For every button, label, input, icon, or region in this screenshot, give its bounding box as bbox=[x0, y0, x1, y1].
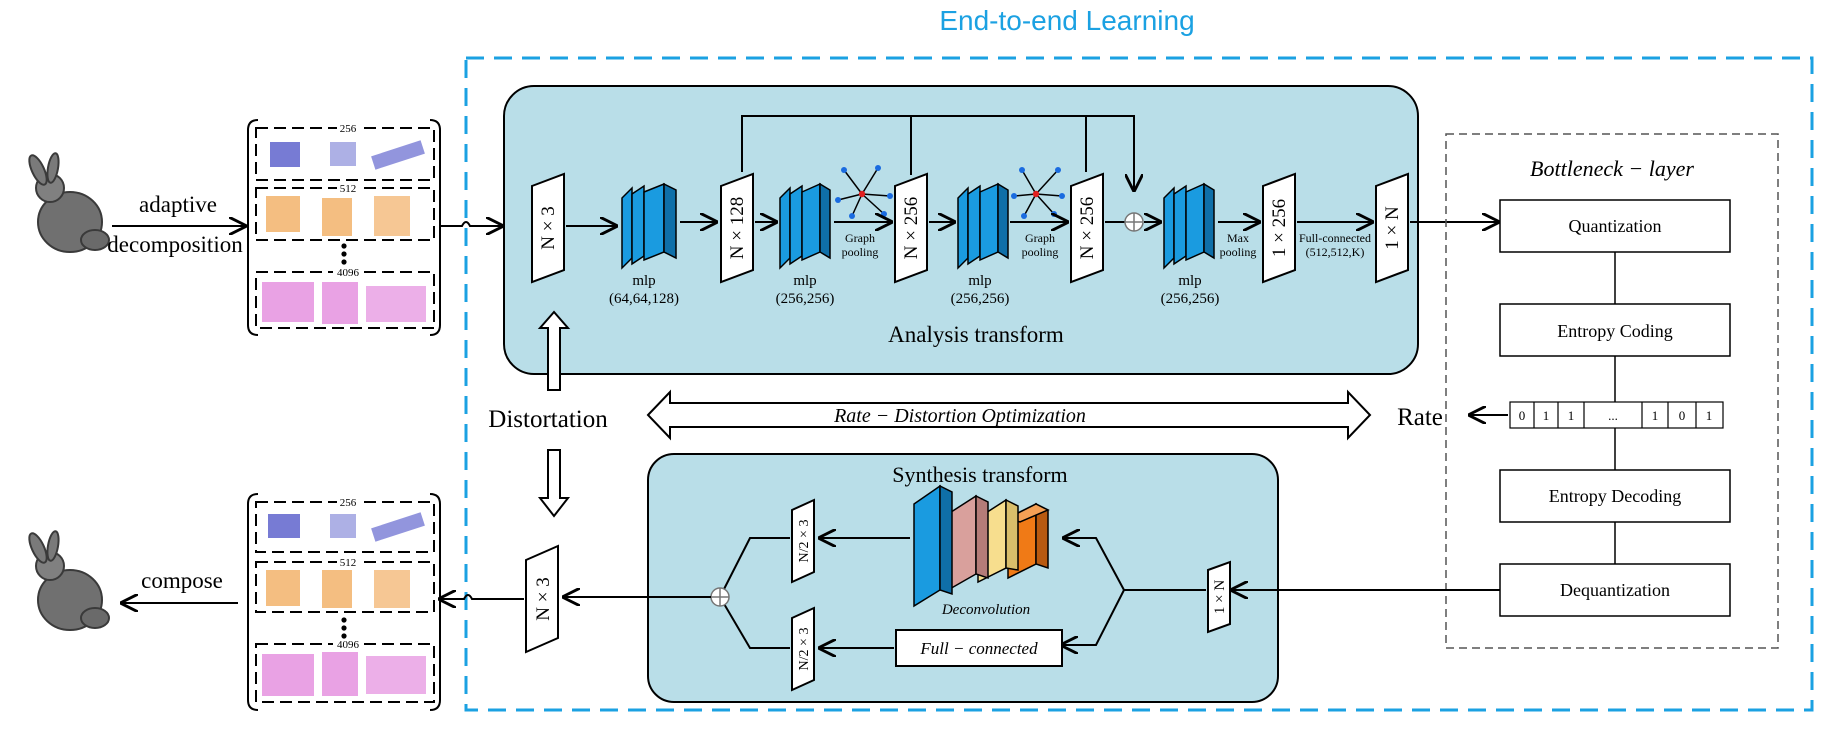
output-point-groups bbox=[247, 493, 441, 711]
bit-ellipsis: ... bbox=[1608, 408, 1618, 423]
syn-fork-top bbox=[1064, 538, 1125, 591]
half-tensor-bottom-label: N/2 × 3 bbox=[797, 628, 812, 671]
bottleneck-frame bbox=[1445, 133, 1779, 649]
to-analysis-arrow bbox=[440, 222, 502, 226]
out-group-label-256: 256 bbox=[340, 497, 357, 509]
skip-connection bbox=[741, 115, 1134, 190]
quantization-label: Quantization bbox=[1569, 216, 1662, 236]
max-pooling-line2: pooling bbox=[1220, 245, 1257, 259]
rate-label: Rate bbox=[1397, 404, 1443, 431]
graph-pooling-1-line1: Graph bbox=[845, 231, 875, 245]
analysis-flow-arrows bbox=[566, 222, 1372, 226]
graph-pooling-icon-1 bbox=[835, 165, 893, 219]
output-tensor-label: N × 3 bbox=[533, 577, 554, 620]
full-connected-params: (512,512,K) bbox=[1306, 245, 1365, 259]
compose-label: compose bbox=[141, 568, 223, 593]
full-connected-label: Full − connected bbox=[919, 639, 1038, 658]
distortion-label: Distortation bbox=[488, 406, 608, 433]
graph-pooling-2-line1: Graph bbox=[1025, 231, 1055, 245]
tensor-label-1xn: 1 × N bbox=[1382, 206, 1403, 250]
distortion-down-arrow bbox=[537, 449, 571, 518]
decomposition-label: decomposition bbox=[107, 232, 243, 257]
tensor-label-n256-a: N × 256 bbox=[901, 197, 922, 259]
half-tensor-top-label: N/2 × 3 bbox=[797, 520, 812, 563]
out-group-label-4096: 4096 bbox=[337, 639, 360, 651]
mlp-4-name: mlp bbox=[1178, 273, 1201, 289]
mlp-block-3 bbox=[957, 182, 1009, 270]
entropy-decoding-box bbox=[1499, 469, 1731, 523]
sum-node-synthesis bbox=[710, 587, 730, 607]
rdo-label: Rate − Distortion Optimization bbox=[833, 405, 1086, 427]
distortion-up-arrow bbox=[537, 310, 571, 391]
bitstream bbox=[1509, 401, 1724, 429]
full-connected-line1: Full-connected bbox=[1299, 231, 1371, 245]
mlp-2-params: (256,256) bbox=[776, 291, 835, 307]
out-group-label-512: 512 bbox=[340, 557, 357, 569]
tensor-label-1x256: 1 × 256 bbox=[1269, 199, 1290, 257]
max-pooling-line1: Max bbox=[1227, 231, 1249, 245]
bottleneck-title: Bottleneck − layer bbox=[1530, 156, 1694, 181]
input-bunny bbox=[28, 152, 110, 253]
tensor-n256-a bbox=[894, 172, 928, 284]
output-tensor bbox=[525, 544, 559, 654]
mlp-4-params: (256,256) bbox=[1161, 291, 1220, 307]
bit-6: 1 bbox=[1706, 408, 1713, 423]
graph-pooling-2-line2: pooling bbox=[1022, 245, 1059, 259]
bit-2: 1 bbox=[1568, 408, 1575, 423]
deconvolution-label: Deconvolution bbox=[941, 602, 1030, 618]
mlp-3-name: mlp bbox=[968, 273, 991, 289]
graph-pooling-1-line2: pooling bbox=[842, 245, 879, 259]
analysis-title: Analysis transform bbox=[888, 322, 1064, 347]
synthesis-title: Synthesis transform bbox=[892, 462, 1067, 487]
bit-5: 0 bbox=[1679, 408, 1686, 423]
rdo-double-arrow bbox=[646, 389, 1372, 441]
input-point-groups bbox=[247, 119, 441, 336]
mlp-1-params: (64,64,128) bbox=[609, 291, 679, 307]
mlp-1-name: mlp bbox=[632, 273, 655, 289]
adaptive-label: adaptive bbox=[139, 192, 217, 217]
sum-node-analysis bbox=[1124, 212, 1144, 232]
deconvolution-block bbox=[913, 484, 1050, 608]
bit-0: 0 bbox=[1519, 408, 1526, 423]
mlp-block-1 bbox=[621, 182, 677, 270]
graph-pooling-icon-2 bbox=[1011, 167, 1065, 219]
output-bunny bbox=[28, 530, 110, 631]
entropy-coding-label: Entropy Coding bbox=[1557, 321, 1673, 341]
mlp-block-4 bbox=[1163, 182, 1215, 270]
tensor-label-n3: N × 3 bbox=[538, 206, 559, 249]
to-output-groups-arrow bbox=[440, 595, 524, 599]
entropy-decoding-label: Entropy Decoding bbox=[1549, 486, 1681, 506]
in-group-label-256: 256 bbox=[340, 123, 357, 135]
tensor-1xn bbox=[1375, 172, 1409, 284]
bit-1: 1 bbox=[1543, 408, 1550, 423]
dequantization-label: Dequantization bbox=[1560, 580, 1670, 600]
mlp-2-name: mlp bbox=[793, 273, 816, 289]
syn-fork-bottom bbox=[1062, 589, 1125, 645]
merge-top bbox=[719, 537, 790, 598]
tensor-label-n256-b: N × 256 bbox=[1077, 197, 1098, 259]
synthesis-input-tensor bbox=[1207, 560, 1231, 634]
entropy-coding-box bbox=[1499, 303, 1731, 357]
synthesis-input-label: 1 × N bbox=[1212, 580, 1228, 614]
end-to-end-frame bbox=[464, 56, 1814, 712]
mlp-block-2 bbox=[779, 182, 831, 270]
tensor-n256-b bbox=[1070, 172, 1104, 284]
merge-bottom bbox=[719, 596, 790, 649]
half-tensor-bottom bbox=[791, 606, 815, 692]
diagram-title: End-to-end Learning bbox=[939, 5, 1194, 36]
tensor-n128 bbox=[720, 172, 754, 284]
half-tensor-top bbox=[791, 498, 815, 584]
tensor-label-n128: N × 128 bbox=[727, 197, 748, 259]
tensor-1x256 bbox=[1262, 172, 1296, 284]
tensor-n3 bbox=[531, 172, 565, 284]
bit-4: 1 bbox=[1652, 408, 1659, 423]
full-connected-box bbox=[895, 629, 1063, 667]
quantization-box bbox=[1499, 199, 1731, 253]
in-group-label-4096: 4096 bbox=[337, 267, 360, 279]
in-group-label-512: 512 bbox=[340, 183, 357, 195]
mlp-3-params: (256,256) bbox=[951, 291, 1010, 307]
